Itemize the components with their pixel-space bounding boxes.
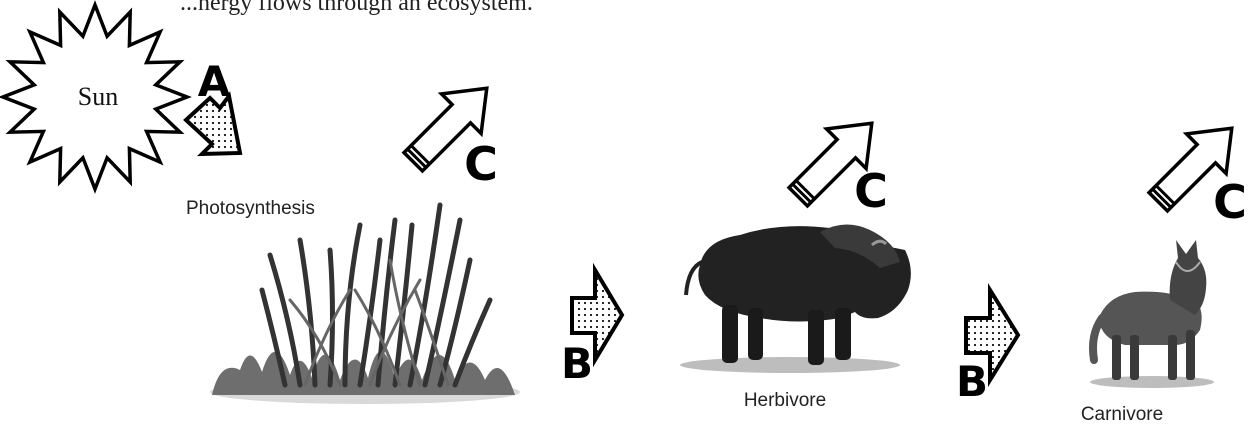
arrow-c-2-label: C [854,164,888,218]
grass-plant-icon [210,205,520,404]
arrow-a: A [186,57,240,154]
arrow-c-1-label: C [464,137,498,191]
arrow-b-2: B [956,290,1018,406]
sun-icon: Sun [3,5,187,189]
arrow-a-label: A [198,57,231,106]
sun-label: Sun [78,82,118,111]
arrow-c-3-label: C [1213,175,1247,229]
arrow-b-2-label: B [956,357,988,406]
photosynthesis-label: Photosynthesis [186,198,315,219]
bison-icon [680,224,911,373]
wolf-icon [1090,240,1214,388]
carnivore-label: Carnivore [1081,404,1163,425]
arrow-b-1: B [561,270,622,388]
arrow-b-1-label: B [561,339,593,388]
herbivore-label: Herbivore [744,390,826,411]
